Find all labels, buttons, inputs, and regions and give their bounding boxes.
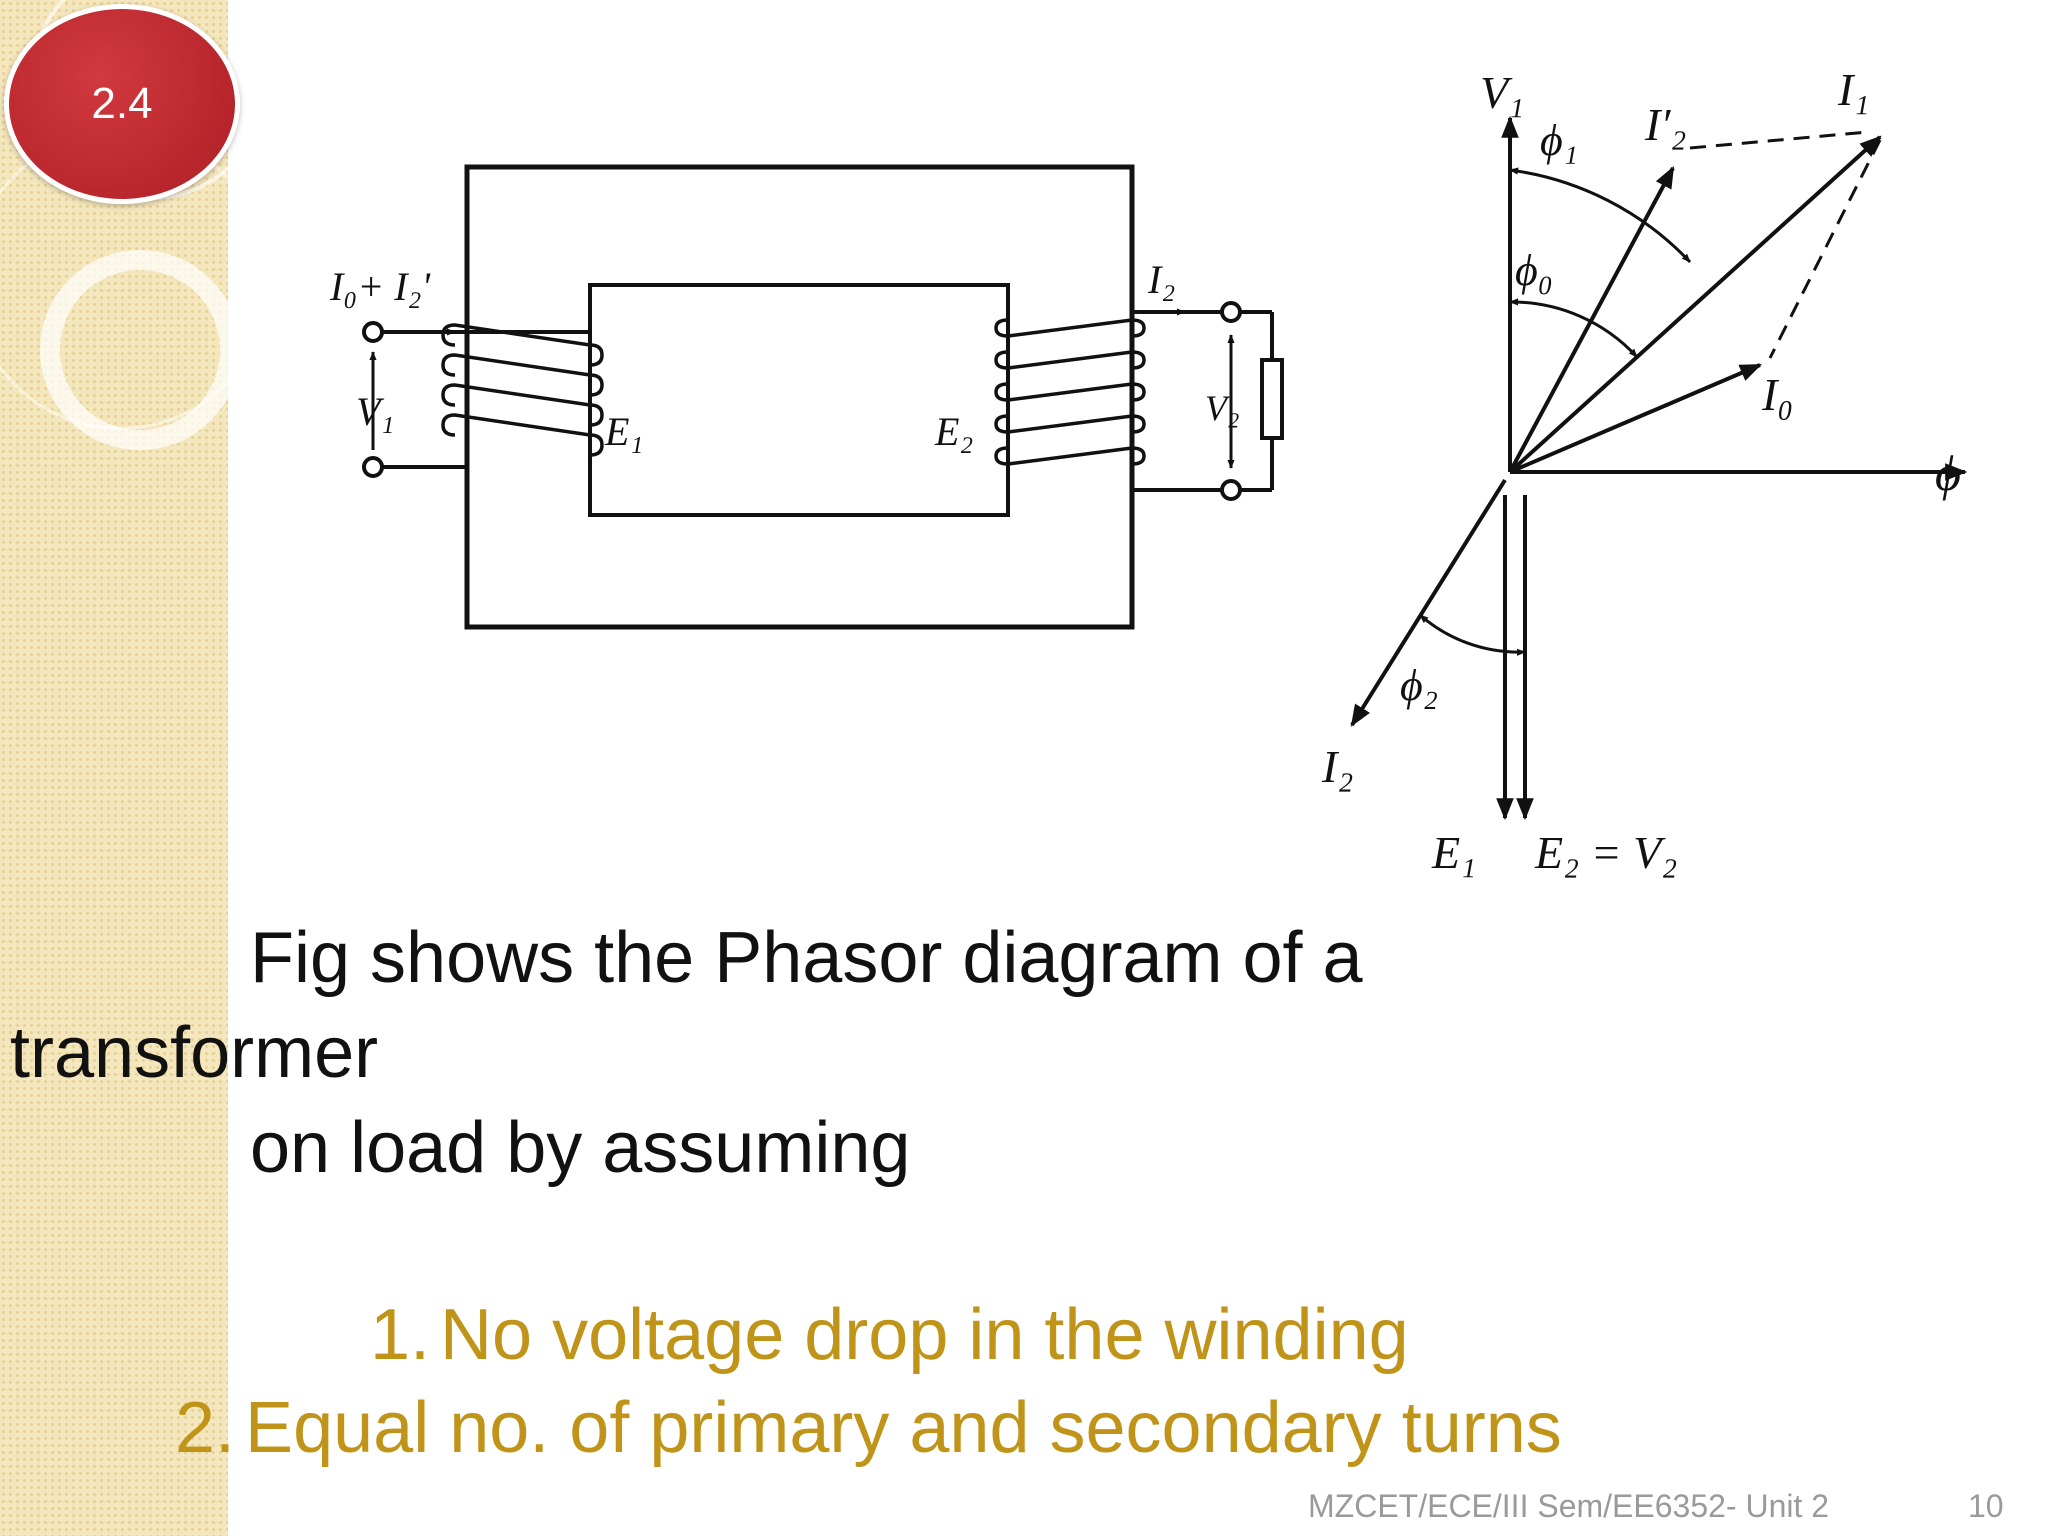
- load-resistor: [1260, 358, 1284, 440]
- assumption-number: 2.: [175, 1388, 236, 1468]
- primary-winding: [441, 323, 604, 457]
- i2-prime-phasor: [1508, 166, 1675, 473]
- label-phi1: ϕ₁: [1540, 116, 1578, 165]
- label-e2-circuit: E₂: [934, 409, 973, 454]
- assumption-text: Equal no. of primary and secondary turns: [245, 1388, 1562, 1468]
- phi1-arc: [1509, 167, 1692, 264]
- label-e2-v2-phasor: E₂ = V₂: [1534, 827, 1677, 878]
- assumption-number: 1.: [370, 1295, 431, 1375]
- phi0-arc: [1509, 298, 1639, 359]
- core-outer: [464, 164, 1135, 630]
- core-window: [588, 283, 1010, 517]
- label-i2-prime-phasor: I′₂: [1644, 99, 1686, 150]
- label-v2-circuit: V₂: [1205, 388, 1240, 428]
- secondary-winding: [994, 318, 1146, 466]
- transformer-figure: I₀+ I₂' V₁ E₁ E₂ I₂ V₂ V₁ I′₂ I₁ ϕ₁ ϕ₀ I…: [329, 64, 1968, 878]
- label-phi2: ϕ₂: [1400, 661, 1438, 710]
- label-flux: ϕ: [1935, 445, 1961, 501]
- paragraph-line-3: on load by assuming: [250, 1108, 911, 1188]
- label-v1-phasor: V₁: [1480, 67, 1524, 118]
- slide-number-badge: 2.4: [4, 4, 240, 204]
- label-i2-circuit: I₂: [1147, 257, 1175, 302]
- assumption-text: No voltage drop in the winding: [440, 1295, 1409, 1375]
- phi2-arc: [1419, 613, 1526, 656]
- label-i0-phasor: I₀: [1761, 369, 1793, 420]
- footer-page-number: 10: [1968, 1488, 2004, 1524]
- i2-phasor: [1350, 478, 1507, 727]
- label-e1-phasor: E₁: [1431, 827, 1476, 878]
- label-input-current: I₀+ I₂': [329, 264, 431, 309]
- phasor-diagram: [1350, 115, 1968, 821]
- assumption-item-1: 1.No voltage drop in the winding: [370, 1290, 1409, 1380]
- i1-phasor: [1508, 135, 1882, 474]
- i0-phasor: [1509, 363, 1763, 474]
- label-i1-phasor: I₁: [1837, 64, 1869, 115]
- paragraph-line-2: transformer: [10, 1013, 379, 1093]
- transformer-circuit: [362, 164, 1284, 630]
- primary-terminal-top: [362, 321, 384, 343]
- secondary-terminal-top: [1220, 301, 1242, 323]
- label-phi0: ϕ₀: [1515, 246, 1553, 295]
- label-v1-circuit: V₁: [356, 389, 394, 434]
- primary-terminal-bottom: [362, 456, 384, 478]
- label-i2-phasor: I₂: [1321, 741, 1353, 792]
- label-e1-circuit: E₁: [604, 409, 643, 454]
- secondary-terminal-bottom: [1220, 479, 1242, 501]
- parallelogram-side: [1768, 139, 1882, 359]
- parallelogram-top: [1689, 130, 1869, 150]
- paragraph-line-1: Fig shows the Phasor diagram of a: [250, 918, 1363, 998]
- footer-course-code: MZCET/ECE/III Sem/EE6352- Unit 2: [1308, 1488, 1830, 1524]
- slide-number: 2.4: [91, 79, 153, 128]
- assumption-item-2: 2.Equal no. of primary and secondary tur…: [175, 1383, 1562, 1473]
